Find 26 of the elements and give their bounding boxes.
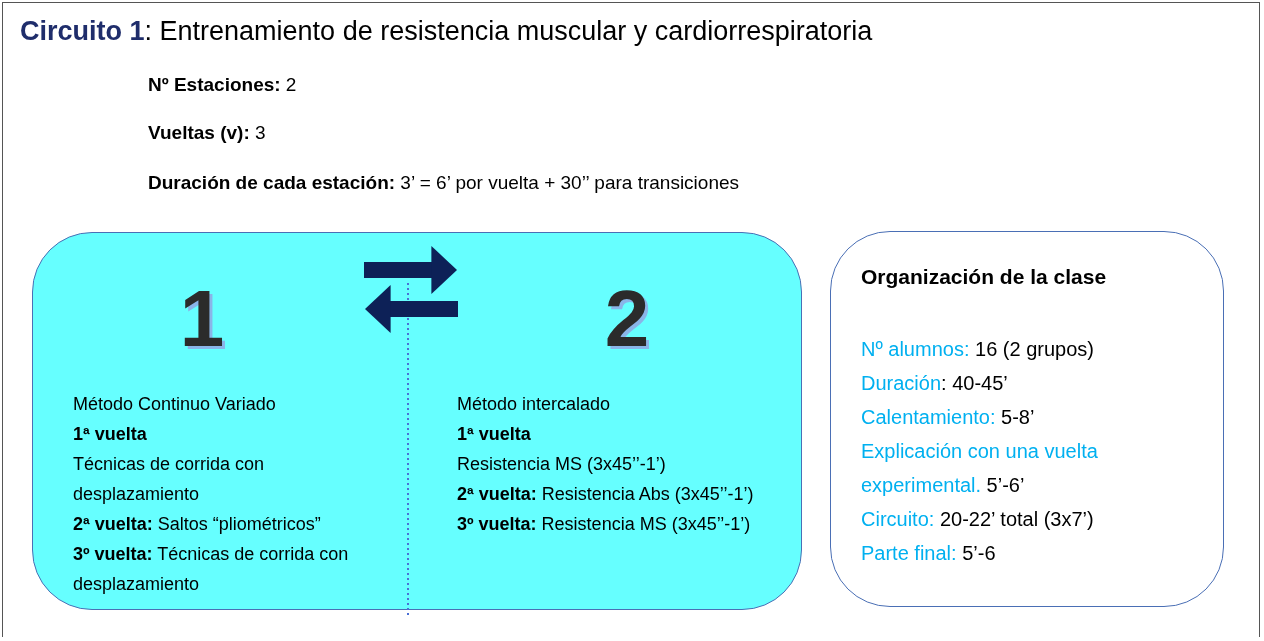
info-line: Nº Estaciones: 2 [148,74,297,96]
text-line: Resistencia MS (3x45’’-1’) [456,453,667,476]
text-line: Método Continuo Variado [72,393,277,416]
info-card [830,231,1224,607]
info-line: Vueltas (v): 3 [148,122,266,144]
info-line: Duración de cada estación: 3’ = 6’ por vuelta + 30’’ para transiciones [148,172,740,194]
text-line: Método intercalado [456,393,612,416]
text-line: Circuito: 20-22’ total (3x7’) [861,507,1095,532]
text-line: Nº alumnos: 16 (2 grupos) [861,337,1095,362]
arrow [365,285,458,333]
text-line: Calentamiento: 5-8’ [861,405,1036,430]
text-line: 2ª vuelta: Resistencia Abs (3x45’’-1’) [456,483,755,506]
station-number: 2 [603,273,651,365]
text-line: Parte final: 5’-6 [861,541,997,566]
text-line: Técnicas de corrida con desplazamiento [72,453,266,506]
text-line: Explicación con una vuelta experimental. 5’-6’ [861,439,1099,498]
text-line: 1ª vuelta [456,423,532,446]
card-heading: Organización de la clase [861,264,1108,290]
station-number: 1 [178,273,226,365]
text-line: 3º vuelta: Técnicas de corrida con desplazamiento [72,543,350,596]
station-panel [32,232,802,610]
text-line: 2ª vuelta: Saltos “pliométricos” [72,513,322,536]
text-line: Duración: 40-45’ [861,371,1009,396]
text-line: 1ª vuelta [72,423,148,446]
title: Circuito 1: Entrenamiento de resistencia muscular y cardiorrespiratoria [20,16,873,47]
text-line: 3º vuelta: Resistencia MS (3x45’’-1’) [456,513,752,536]
